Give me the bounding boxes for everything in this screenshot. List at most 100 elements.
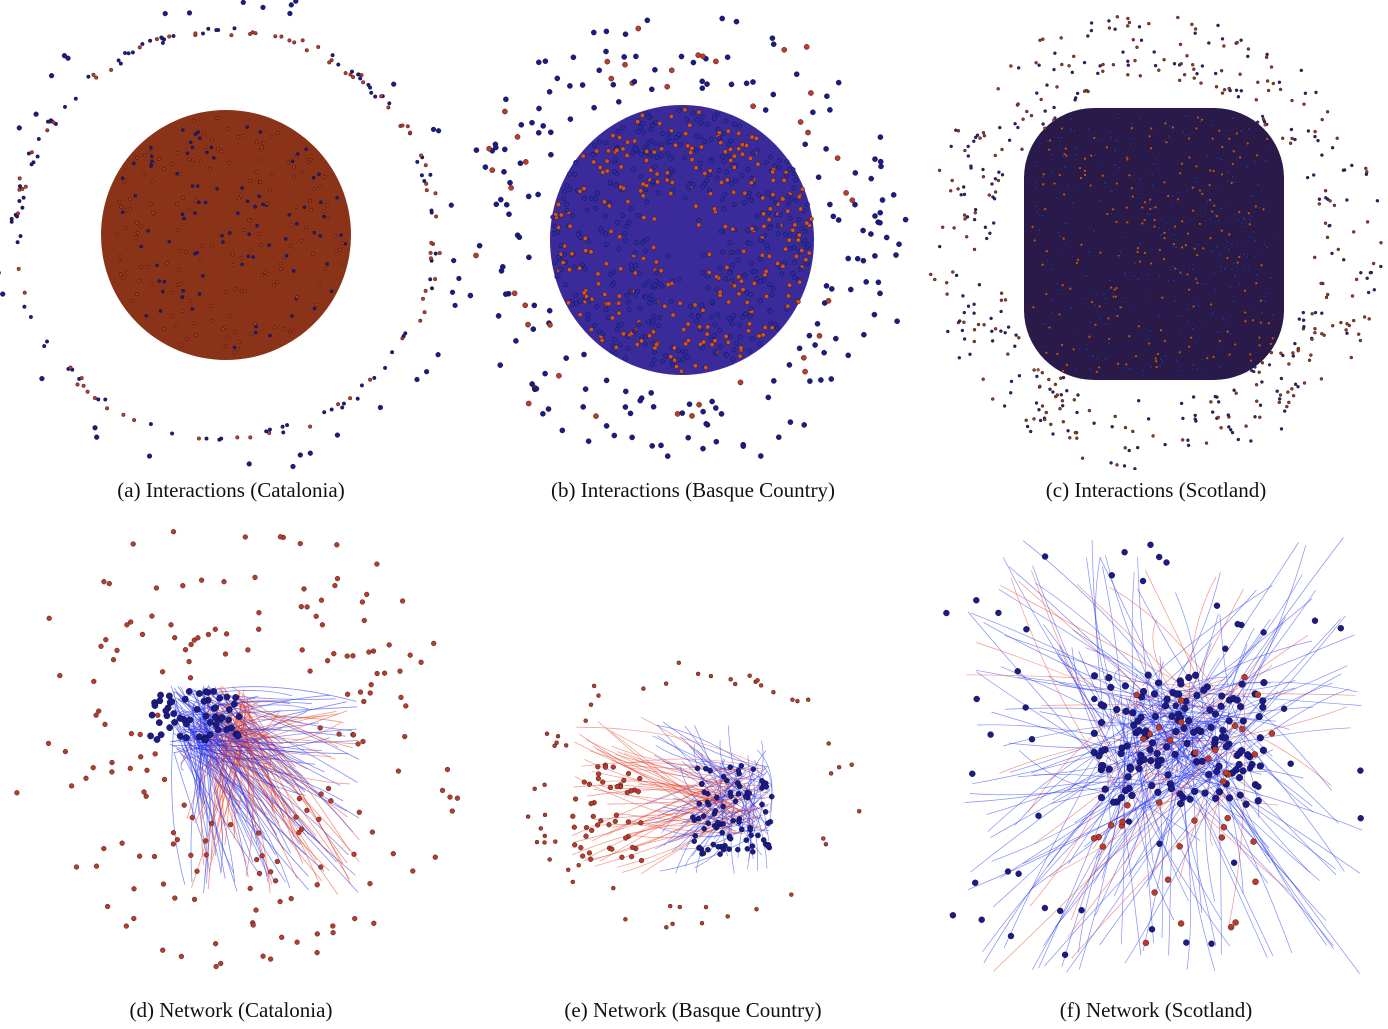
node — [621, 777, 627, 784]
node — [673, 142, 679, 148]
node — [1141, 369, 1146, 373]
node — [1162, 231, 1167, 235]
node — [257, 158, 261, 162]
node — [1064, 147, 1068, 151]
node — [854, 255, 861, 262]
node — [1271, 81, 1275, 86]
node — [998, 125, 1002, 130]
node — [693, 165, 699, 171]
node — [1113, 149, 1117, 153]
node — [45, 128, 50, 133]
node — [1006, 352, 1010, 356]
node — [1048, 387, 1052, 391]
node — [402, 734, 408, 740]
node — [1306, 129, 1311, 133]
node-layer — [14, 529, 461, 970]
node — [1290, 387, 1294, 391]
node — [863, 279, 870, 285]
node — [571, 264, 577, 270]
node — [167, 34, 172, 39]
node — [751, 150, 756, 156]
node — [1238, 72, 1242, 76]
node — [1104, 322, 1108, 326]
node — [583, 825, 590, 831]
edge — [241, 715, 326, 755]
node — [613, 182, 619, 188]
node — [1003, 331, 1007, 335]
node — [1022, 704, 1029, 711]
node — [447, 794, 453, 800]
node — [431, 640, 437, 646]
node — [1145, 273, 1149, 277]
node — [690, 182, 696, 187]
node — [115, 232, 119, 237]
node — [1357, 815, 1364, 822]
node — [615, 128, 621, 134]
node — [1060, 404, 1065, 408]
node — [1086, 34, 1090, 38]
edge — [761, 765, 773, 826]
node — [1013, 121, 1017, 126]
node — [642, 341, 648, 347]
node — [653, 299, 659, 305]
node — [560, 260, 566, 265]
node — [637, 775, 643, 782]
node — [304, 48, 309, 53]
node — [1191, 62, 1195, 67]
node — [1311, 617, 1319, 624]
node — [171, 34, 176, 39]
node — [712, 206, 717, 212]
node — [93, 863, 100, 869]
node — [252, 574, 258, 581]
node — [615, 219, 621, 225]
edge — [1095, 557, 1108, 688]
node — [489, 167, 496, 173]
node — [16, 266, 21, 271]
node — [1131, 194, 1135, 199]
node — [130, 299, 135, 303]
node — [415, 159, 420, 164]
node — [652, 282, 658, 288]
edge — [1139, 701, 1269, 884]
node — [16, 211, 21, 216]
node — [730, 262, 736, 268]
node — [130, 541, 136, 547]
node — [430, 126, 437, 132]
node — [1186, 320, 1190, 324]
node — [1042, 172, 1046, 176]
node — [1144, 227, 1148, 232]
node — [665, 253, 671, 259]
node — [1041, 122, 1045, 126]
node — [1127, 334, 1131, 338]
node — [1035, 812, 1042, 819]
node — [1208, 940, 1215, 947]
node — [232, 694, 240, 701]
node — [1357, 767, 1364, 774]
node — [1164, 354, 1168, 358]
node — [157, 279, 162, 284]
node — [513, 338, 519, 344]
node — [1352, 230, 1356, 234]
edge — [1059, 682, 1229, 733]
node — [700, 408, 706, 415]
edge — [1235, 664, 1273, 690]
edge — [1061, 731, 1147, 967]
edge — [1194, 750, 1242, 771]
node — [1151, 434, 1155, 438]
node — [613, 156, 619, 162]
node — [191, 321, 196, 326]
node — [1193, 27, 1198, 31]
edge — [1162, 695, 1198, 755]
node — [1073, 98, 1077, 102]
node — [1258, 343, 1262, 347]
node — [1240, 224, 1244, 228]
node — [597, 139, 603, 145]
node — [1060, 126, 1064, 131]
node — [175, 150, 180, 155]
node — [1126, 765, 1135, 773]
node — [295, 221, 299, 226]
node — [1149, 365, 1153, 369]
node — [728, 793, 734, 800]
node — [633, 53, 639, 60]
edge — [1144, 759, 1334, 947]
